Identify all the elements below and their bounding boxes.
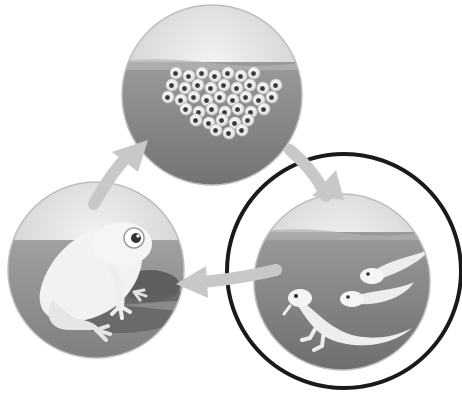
egg-embryo	[178, 98, 183, 103]
egg-embryo	[208, 86, 213, 91]
egg-embryo	[221, 83, 226, 88]
egg-embryo	[269, 95, 274, 100]
egg-embryo	[256, 98, 261, 103]
egg-embryo	[225, 71, 230, 76]
egg-embryo	[238, 74, 243, 79]
egg-embryo	[165, 95, 170, 100]
egg-embryo	[260, 86, 265, 91]
egg-embryo	[182, 86, 187, 91]
egg-embryo	[173, 71, 178, 76]
tadpoles-icon	[250, 194, 440, 372]
egg-embryo	[206, 121, 211, 126]
egg-embryo	[226, 131, 231, 136]
egg-embryo	[235, 107, 240, 112]
egg-embryo	[183, 107, 188, 112]
egg-embryo	[247, 83, 252, 88]
egg-embryo	[261, 107, 266, 112]
egg-embryo	[212, 74, 217, 79]
egg-embryo	[239, 128, 244, 133]
frog-icon	[0, 182, 200, 370]
egg-embryo	[245, 118, 250, 123]
egg-embryo	[234, 86, 239, 91]
egg-embryo	[243, 95, 248, 100]
egg-embryo	[169, 83, 174, 88]
egg-embryo	[232, 121, 237, 126]
egg-embryo	[186, 74, 191, 79]
egg-embryo	[191, 95, 196, 100]
egg-embryo	[251, 71, 256, 76]
egg-embryo	[217, 95, 222, 100]
egg-embryo	[199, 71, 204, 76]
frog-eggs-icon	[110, 5, 320, 202]
egg-embryo	[204, 98, 209, 103]
egg-embryo	[219, 118, 224, 123]
egg-embryo	[213, 128, 218, 133]
egg-embryo	[195, 83, 200, 88]
egg-embryo	[273, 83, 278, 88]
egg-embryo	[209, 107, 214, 112]
egg-embryo	[230, 98, 235, 103]
egg-embryo	[193, 118, 198, 123]
